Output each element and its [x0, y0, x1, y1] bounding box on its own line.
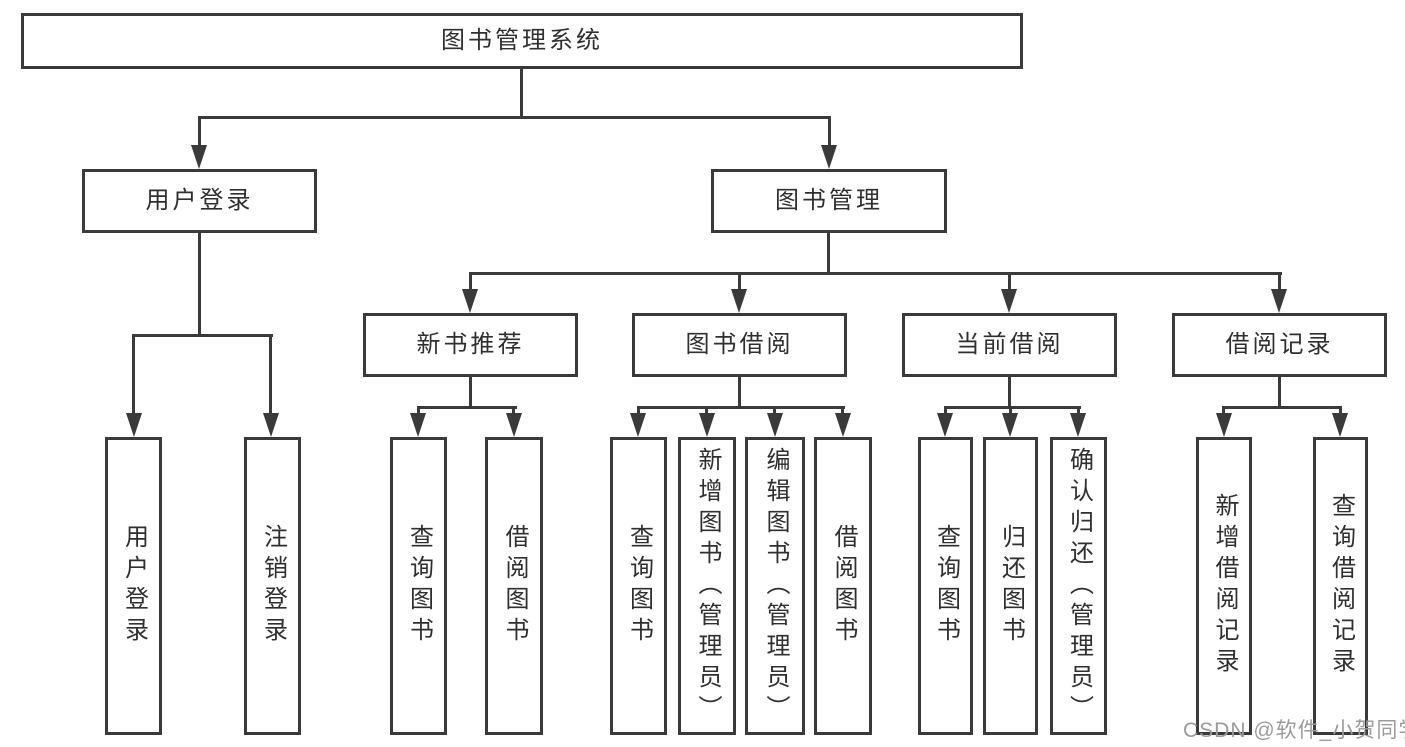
- connector-root-stem: [520, 69, 523, 118]
- arrow-down-icon: [263, 413, 279, 437]
- connector-drop-leaf: [1077, 406, 1080, 416]
- node-label: 图书管理: [775, 187, 883, 214]
- node-book-management: 图书管理: [711, 169, 947, 233]
- node-user-login: 用户登录: [82, 169, 317, 233]
- node-label: 新书推荐: [416, 331, 525, 358]
- connector-drop-leaf: [269, 334, 272, 416]
- node-label: 图书管理系统: [441, 27, 603, 54]
- node-label: 用户登录: [145, 187, 254, 214]
- arrow-down-icon: [630, 413, 646, 437]
- leaf-label: 新增借阅记录: [1211, 493, 1238, 679]
- arrow-down-icon: [731, 289, 747, 313]
- connector-drop-leaf: [1222, 406, 1225, 416]
- node-label: 借阅记录: [1225, 331, 1334, 358]
- connector-drop-book-management: [828, 116, 831, 148]
- connector-hline: [944, 406, 1081, 409]
- connector-drop-leaf: [1009, 406, 1012, 416]
- leaf-label: 用户登录: [120, 524, 148, 648]
- arrow-down-icon: [835, 413, 851, 437]
- node-book-borrowing: 图书借阅: [632, 313, 847, 377]
- leaf-logout: 注销登录: [244, 437, 301, 735]
- node-library-management-system: 图书管理系统: [21, 13, 1023, 69]
- connector-stem: [469, 377, 472, 408]
- connector-drop-leaf: [637, 406, 640, 416]
- connector-stem: [1278, 377, 1281, 408]
- node-label: 图书借阅: [685, 331, 794, 358]
- arrow-down-icon: [462, 289, 478, 313]
- connector-drop-leaf: [1339, 406, 1342, 416]
- connector-stem: [738, 377, 741, 408]
- leaf-add-books-admin: 新增图书（管理员）: [678, 437, 736, 735]
- arrow-down-icon: [937, 413, 953, 437]
- leaf-borrow-books-recommend: 借阅图书: [485, 437, 543, 735]
- leaf-label: 归还图书: [997, 524, 1025, 648]
- leaf-return-books: 归还图书: [983, 437, 1038, 735]
- arrow-down-icon: [1070, 413, 1086, 437]
- connector-hline: [1222, 406, 1341, 409]
- arrow-down-icon: [1271, 289, 1287, 313]
- node-borrowing-records: 借阅记录: [1172, 313, 1387, 377]
- leaf-label: 编辑图书（管理员）: [762, 446, 789, 726]
- connector-drop-current-borrow: [1008, 272, 1011, 291]
- leaf-query-books-recommend: 查询图书: [390, 437, 447, 735]
- arrow-down-icon: [767, 413, 783, 437]
- connector-drop-user-login: [198, 116, 201, 148]
- connector-drop-leaf: [841, 406, 844, 416]
- connector-drop-leaf: [773, 406, 776, 416]
- node-current-borrowing: 当前借阅: [902, 313, 1117, 377]
- arrow-down-icon: [126, 413, 142, 437]
- arrow-down-icon: [699, 413, 715, 437]
- leaf-borrow-books: 借阅图书: [814, 437, 872, 735]
- leaf-label: 新增图书（管理员）: [694, 446, 721, 726]
- connector-stem: [1008, 377, 1011, 408]
- connector-drop-leaf: [417, 406, 420, 416]
- connector-level1-hline: [198, 116, 831, 119]
- connector-drop-leaf: [705, 406, 708, 416]
- leaf-label: 查询图书: [932, 524, 960, 648]
- arrow-down-icon: [1002, 413, 1018, 437]
- connector-drop-leaf: [132, 334, 135, 416]
- connector-drop-new-book: [469, 272, 472, 291]
- arrow-down-icon: [410, 413, 426, 437]
- connector-user-login-hline: [133, 334, 273, 337]
- leaf-label: 查询图书: [625, 524, 653, 648]
- leaf-label: 借阅图书: [501, 524, 528, 648]
- connector-book-management-stem: [827, 233, 830, 274]
- leaf-label: 查询借阅记录: [1327, 493, 1355, 679]
- leaf-user-login: 用户登录: [105, 437, 162, 735]
- arrow-down-icon: [506, 413, 522, 437]
- watermark-text: CSDN @软件_小贺同学: [1183, 719, 1405, 742]
- connector-drop-borrow-records: [1278, 272, 1281, 291]
- leaf-query-borrow-record: 查询借阅记录: [1313, 437, 1368, 735]
- arrow-down-icon: [1001, 289, 1017, 313]
- connector-hline: [637, 406, 845, 409]
- leaf-edit-books-admin: 编辑图书（管理员）: [745, 437, 805, 735]
- connector-hline: [417, 406, 517, 409]
- arrow-down-icon: [1216, 413, 1232, 437]
- leaf-query-books-borrowing: 查询图书: [610, 437, 667, 735]
- leaf-confirm-return-admin: 确认归还（管理员）: [1050, 437, 1107, 735]
- connector-user-login-stem: [198, 233, 201, 336]
- connector-drop-leaf: [512, 406, 515, 416]
- leaf-add-borrow-record: 新增借阅记录: [1196, 437, 1252, 735]
- arrow-down-icon: [821, 145, 837, 169]
- leaf-label: 注销登录: [259, 524, 287, 648]
- arrow-down-icon: [1332, 413, 1348, 437]
- leaf-label: 借阅图书: [830, 524, 857, 648]
- connector-drop-leaf: [944, 406, 947, 416]
- leaf-label: 确认归还（管理员）: [1065, 446, 1093, 726]
- node-label: 当前借阅: [955, 331, 1064, 358]
- arrow-down-icon: [191, 145, 207, 169]
- leaf-query-books-current: 查询图书: [918, 437, 973, 735]
- connector-drop-book-borrow: [738, 272, 741, 291]
- node-new-book-recommendation: 新书推荐: [363, 313, 578, 377]
- leaf-label: 查询图书: [405, 524, 433, 648]
- connector-level2-hline: [469, 272, 1282, 275]
